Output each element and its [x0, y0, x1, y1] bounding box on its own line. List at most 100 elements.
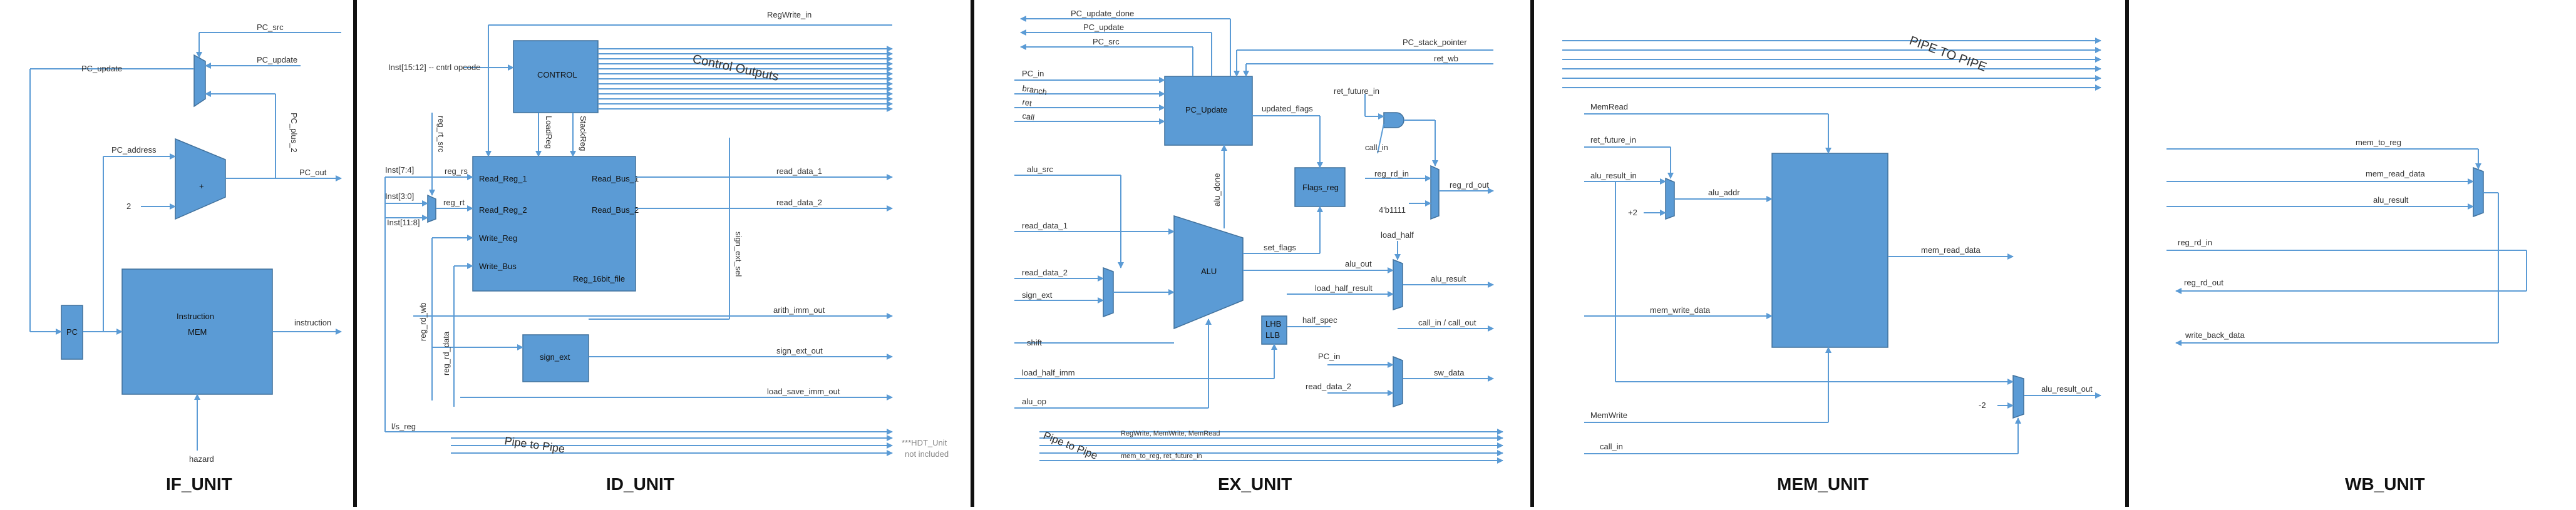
label-note-2: not included: [905, 449, 949, 459]
mem-unit: PIPE TO PIPE MemRead ret_future_in alu_r…: [1562, 34, 2101, 494]
result-mux: [2012, 374, 2024, 419]
label-pc-update-done: PC_update_done: [1071, 9, 1134, 18]
label-pc-update: PC_update: [81, 64, 122, 73]
label-pc-src: PC_src: [1093, 37, 1120, 46]
label-pc-plus-2: PC_plus_2: [289, 113, 299, 153]
label-pc-in: PC_in: [1022, 69, 1044, 78]
label-sign-ext: sign_ext: [1022, 290, 1053, 300]
label-branch: branch: [1021, 83, 1048, 97]
instruction-mem-label: Instruction: [177, 312, 214, 321]
reg-file-label: Reg_16bit_file: [573, 274, 625, 283]
label-reg-rt-src: reg_rt_src: [436, 116, 446, 153]
pc-update-block-label: PC_Update: [1185, 105, 1227, 115]
label-read-data-1: read_data_1: [776, 166, 822, 176]
reg-rt-mux: [427, 194, 436, 223]
label-alu-result-out: alu_result_out: [2041, 384, 2093, 394]
label-alu-src: alu_src: [1027, 165, 1053, 174]
label-arith-imm-out: arith_imm_out: [773, 305, 825, 315]
write-bus-label: Write_Bus: [479, 262, 517, 271]
label-alu-addr: alu_addr: [1708, 188, 1740, 197]
label-ret-future-in: ret_future_in: [1334, 86, 1379, 96]
label-alu-out: alu_out: [1345, 259, 1372, 268]
label-hazard: hazard: [189, 454, 214, 464]
label-reg-rs: reg_rs: [445, 166, 468, 176]
label-load-half-result: load_half_result: [1315, 283, 1373, 293]
label-load-save-imm-out: load_save_imm_out: [767, 387, 840, 396]
label-ret-wb: ret_wb: [1434, 54, 1458, 63]
pc-register: [61, 305, 83, 360]
id-unit: CONTROL Read_Reg_1 Read_Reg_2 Write_Reg …: [384, 10, 949, 494]
label-plus-2: +2: [1628, 208, 1637, 217]
label-memread: MemRead: [1590, 102, 1628, 111]
register-file: [472, 156, 636, 292]
label-write-back-data: write_back_data: [2185, 330, 2245, 340]
pc-mux: [193, 54, 206, 108]
label-ret-future-in: ret_future_in: [1590, 135, 1636, 145]
label-instruction-out: instruction: [294, 318, 331, 327]
instruction-mem: [121, 268, 273, 395]
label-note-1: ***HDT_Unit: [902, 438, 947, 447]
adder-symbol: +: [199, 181, 204, 191]
wb-unit-title: WB_UNIT: [2345, 474, 2425, 494]
label-read-data-2: read_data_2: [776, 198, 822, 207]
write-reg-label: Write_Reg: [479, 233, 517, 243]
label-pc-out: PC_out: [299, 168, 327, 177]
label-memwrite: MemWrite: [1590, 411, 1627, 420]
label-pc-update-right: PC_update: [257, 55, 297, 64]
if-unit-title: IF_UNIT: [166, 474, 232, 494]
control-block: [513, 40, 599, 113]
addr-mux: [1665, 177, 1675, 220]
wire-call-in-gate: [1377, 123, 1384, 154]
label-mem-write-data: mem_write_data: [1650, 305, 1711, 315]
label-inst-11-8: Inst[11:8]: [387, 218, 420, 227]
label-mem-to-reg: mem_to_reg: [2356, 138, 2401, 147]
lhb-label: LHB: [1265, 319, 1281, 329]
label-sign-ext-sel: sign_ext_sel: [734, 232, 743, 277]
llb-label: LLB: [1265, 330, 1280, 340]
label-minus-2: -2: [1979, 400, 1986, 410]
label-sw-data: sw_data: [1434, 368, 1465, 377]
label-pc-src: PC_src: [257, 23, 284, 32]
label-updated-flags: updated_flags: [1262, 104, 1313, 113]
label-ls-reg: l/s_reg: [391, 422, 416, 431]
flags-reg-label: Flags_reg: [1302, 183, 1339, 192]
id-unit-title: ID_UNIT: [606, 474, 674, 494]
label-call-in: call_in: [1600, 442, 1623, 451]
alu-src-mux: [1103, 267, 1114, 318]
label-load-half-imm: load_half_imm: [1022, 368, 1075, 377]
read-bus-2-label: Read_Bus_2: [592, 205, 639, 215]
read-reg-1-label: Read_Reg_1: [479, 174, 527, 183]
label-alu-op: alu_op: [1022, 397, 1046, 406]
label-loadreg: LoadReg: [544, 116, 554, 149]
label-reg-rd-out: reg_rd_out: [1450, 180, 1489, 190]
label-sign-ext-out: sign_ext_out: [776, 346, 823, 355]
label-inst-7-4: Inst[7:4]: [385, 165, 414, 175]
control-label: CONTROL: [537, 70, 577, 79]
alu-result-mux: [1393, 258, 1403, 311]
read-reg-2-label: Read_Reg_2: [479, 205, 527, 215]
label-set-flags: set_flags: [1264, 243, 1297, 252]
label-reg-rd-in: reg_rd_in: [1374, 169, 1409, 178]
label-inst-3-0: Inst[3:0]: [385, 191, 414, 201]
wb-unit: mem_to_reg mem_read_data alu_result reg_…: [2166, 138, 2527, 494]
and-gate: [1383, 112, 1404, 128]
wb-mux: [2473, 166, 2484, 218]
label-pc-in-lower: PC_in: [1318, 352, 1340, 361]
label-alu-done: alu_done: [1212, 173, 1222, 207]
pc-adder: [175, 138, 226, 220]
label-reg-rt: reg_rt: [443, 198, 465, 207]
mem-unit-title: MEM_UNIT: [1777, 474, 1868, 494]
label-call-in-out: call_in / call_out: [1418, 318, 1476, 327]
pc-register-label: PC: [66, 327, 78, 337]
label-read-data-2: read_data_2: [1022, 268, 1068, 277]
label-shift: shift: [1027, 338, 1042, 347]
label-regwrite-in: RegWrite_in: [767, 10, 811, 19]
ex-unit: PC_Update Flags_reg ALU LHB LLB: [1014, 9, 1503, 494]
sign-ext-block: [522, 334, 589, 382]
if-unit: + Instruction MEM PC PC_update PC_src PC…: [29, 23, 342, 494]
label-opcode: Inst[15:12] -- cntrl opcode: [388, 63, 480, 72]
label-call: call: [1021, 111, 1035, 122]
label-alu-result-in: alu_result_in: [1590, 171, 1637, 180]
